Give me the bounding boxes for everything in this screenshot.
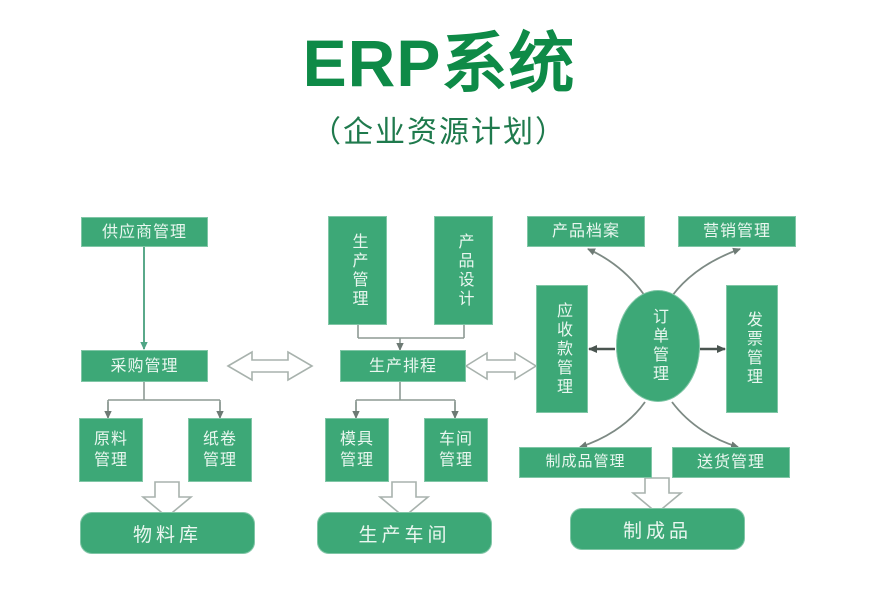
node-paper-roll-management[interactable]: 纸卷 管理: [188, 418, 252, 482]
node-receivables-management[interactable]: 应收款管理: [536, 285, 588, 413]
link-order-to-product-archive: [587, 248, 646, 297]
node-mold-management[interactable]: 模具 管理: [325, 418, 389, 482]
node-finished-goods[interactable]: 制成品: [570, 508, 745, 550]
page-subtitle: （企业资源计划）: [311, 116, 567, 149]
link-purchase-split: [107, 382, 221, 417]
page-title: ERP系统: [302, 26, 576, 100]
node-invoice-management[interactable]: 发票管理: [726, 285, 778, 413]
node-production-workshop[interactable]: 生产车间: [317, 512, 492, 554]
node-purchase-management[interactable]: 采购管理: [81, 350, 208, 382]
node-supplier-management[interactable]: 供应商管理: [81, 217, 208, 247]
node-delivery-management[interactable]: 送货管理: [672, 447, 790, 478]
node-material-warehouse[interactable]: 物料库: [80, 512, 255, 554]
node-raw-material-management[interactable]: 原料 管理: [79, 418, 143, 482]
node-production-management[interactable]: 生产管理: [328, 216, 387, 325]
node-workshop-management[interactable]: 车间 管理: [424, 418, 488, 482]
node-order-management[interactable]: 订单管理: [616, 290, 700, 402]
node-production-scheduling[interactable]: 生产排程: [340, 350, 466, 382]
link-purchase-scheduling-double-arrow: [226, 350, 314, 382]
link-order-to-finished-goods-mgmt: [579, 401, 646, 449]
node-product-archive[interactable]: 产品档案: [527, 216, 645, 247]
node-marketing-management[interactable]: 营销管理: [678, 216, 796, 247]
node-product-design[interactable]: 产品设计: [434, 216, 493, 325]
node-finished-goods-management[interactable]: 制成品管理: [519, 447, 652, 478]
link-scheduling-receivables-double-arrow: [464, 351, 538, 381]
link-scheduling-split: [355, 382, 456, 417]
link-prodmgmt-design-join: [357, 325, 465, 339]
